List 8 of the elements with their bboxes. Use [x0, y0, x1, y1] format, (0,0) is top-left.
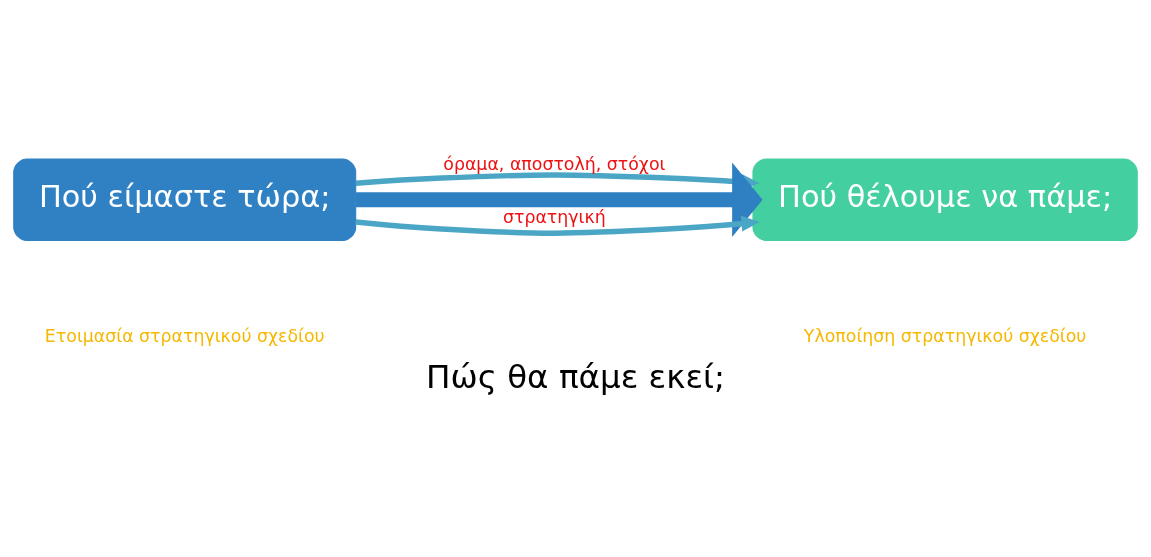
edge-label: στρατηγική: [502, 206, 606, 227]
node-box: Πού θέλουμε να πάμε;: [752, 158, 1138, 241]
label: Ετοιμασία στρατηγικού σχεδίου: [44, 325, 325, 346]
label: Υλοποίηση στρατηγικού σχεδίου: [803, 325, 1087, 346]
diagram-title: Πώς θα πάμε εκεί;: [426, 357, 725, 396]
edge-label: όραμα, αποστολή, στόχοι: [443, 153, 666, 174]
node-box: Πού είμαστε τώρα;: [13, 158, 357, 241]
arrow: [355, 215, 760, 236]
